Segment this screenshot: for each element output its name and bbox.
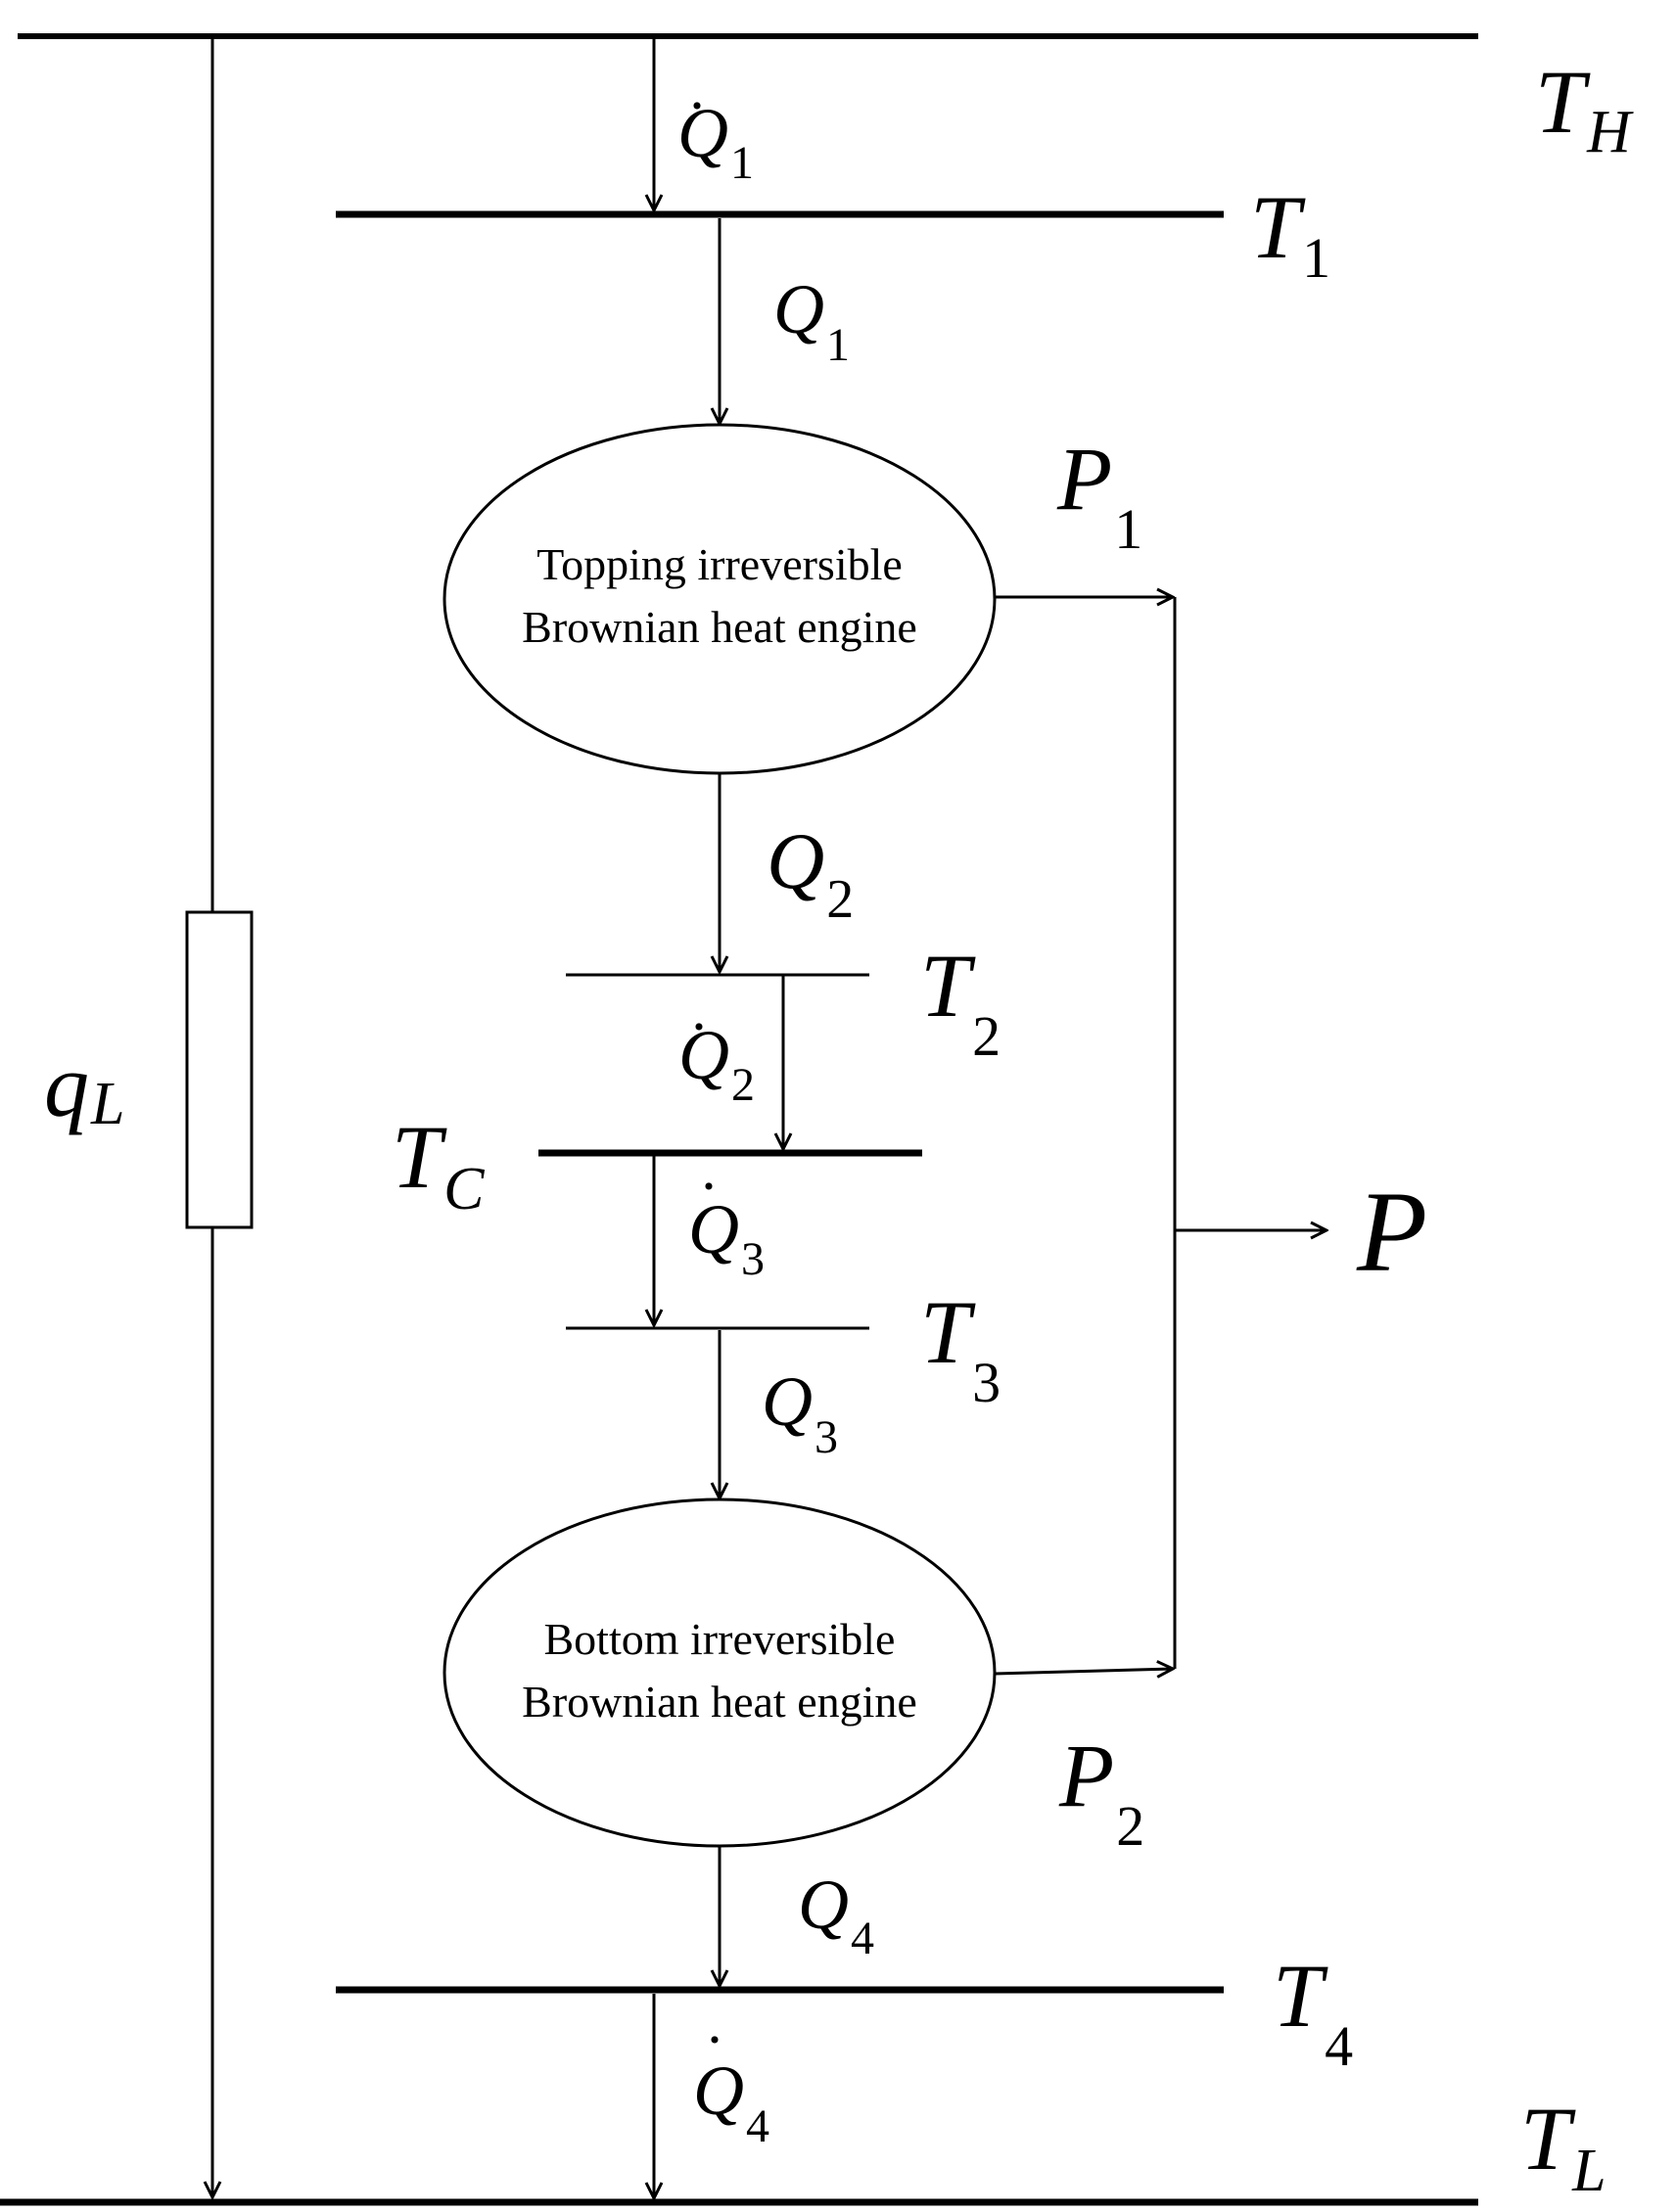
bottom-engine-label-line1: Bottom irreversible	[544, 1614, 896, 1664]
label-Qdot4: Q4	[693, 2051, 769, 2152]
label-TH: TH	[1535, 52, 1634, 165]
label-Q1: Q1	[773, 270, 850, 371]
label-Qdot1: Q1	[677, 94, 754, 189]
label-P1: P1	[1056, 429, 1142, 561]
label-Q2: Q2	[767, 816, 854, 930]
label-Q3: Q3	[762, 1362, 838, 1463]
label-T4: T4	[1273, 1946, 1353, 2078]
label-Qdot2: Q2	[678, 1016, 755, 1111]
label-Qdot4-dot: ·	[705, 2007, 724, 2072]
label-T2: T2	[920, 936, 1001, 1068]
label-P: P	[1356, 1168, 1427, 1296]
arrow-P2	[994, 1669, 1173, 1674]
label-qL: qL	[44, 1036, 124, 1137]
bottom-engine	[442, 1498, 997, 1848]
label-Qdot3: Q3	[688, 1190, 765, 1285]
label-P2: P2	[1058, 1726, 1144, 1858]
label-Q4: Q4	[798, 1866, 874, 1964]
label-T3: T3	[920, 1282, 1001, 1414]
label-Qdot1-dot: ·	[687, 73, 707, 138]
topping-engine-label-line1: Topping irreversible	[536, 539, 903, 589]
heat-leak-resistor	[185, 910, 254, 1229]
label-T1: T1	[1250, 177, 1330, 290]
label-Qdot2-dot: ·	[689, 994, 709, 1059]
topping-engine	[442, 423, 997, 775]
label-Qdot3-dot: ·	[699, 1154, 719, 1219]
bottom-engine-label-line2: Brownian heat engine	[522, 1677, 917, 1727]
topping-engine-label-line2: Brownian heat engine	[522, 602, 917, 652]
label-TL: TL	[1520, 2089, 1606, 2204]
label-TC: TC	[392, 1107, 485, 1222]
